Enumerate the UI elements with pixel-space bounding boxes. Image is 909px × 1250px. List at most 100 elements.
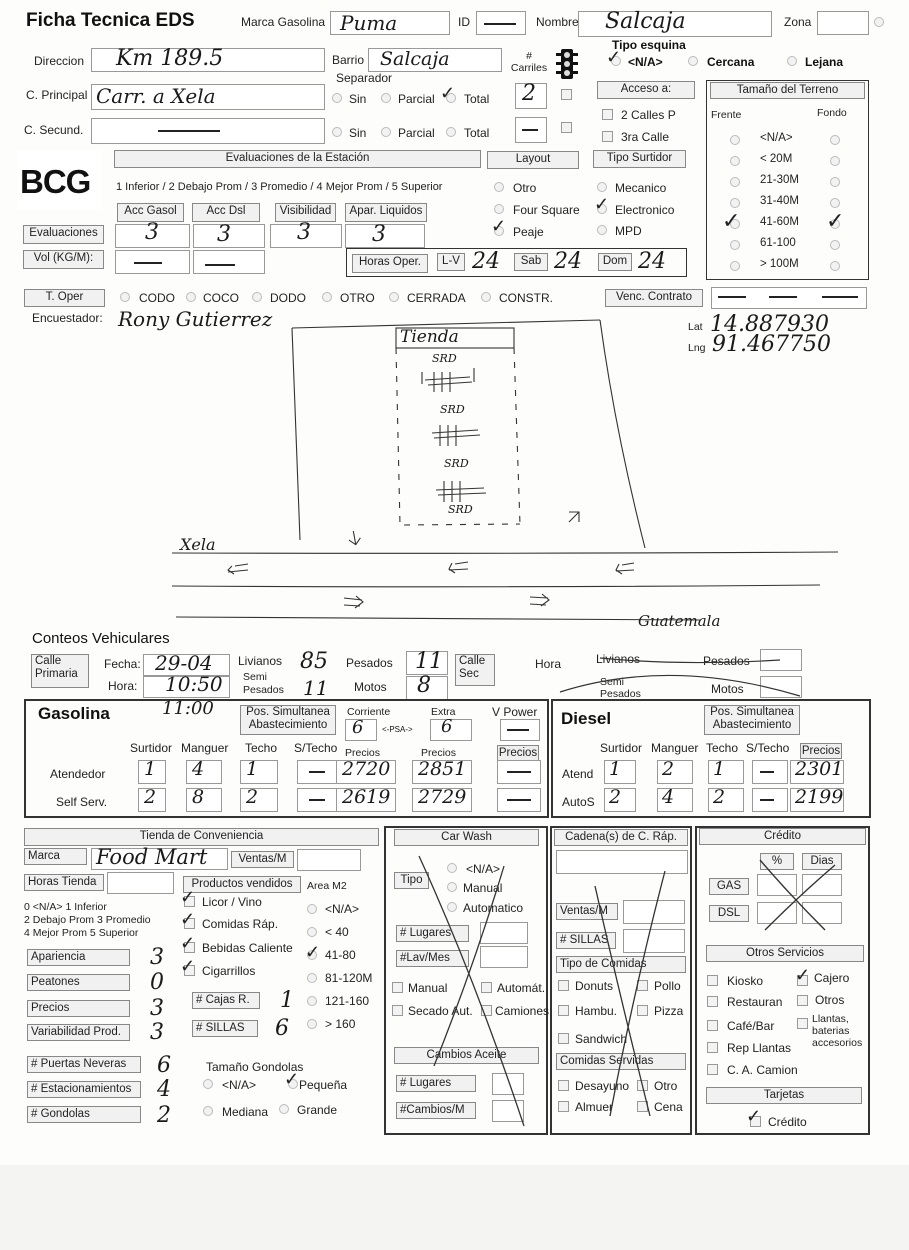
terreno-frente-radio[interactable] xyxy=(730,198,740,208)
toper-constr-radio[interactable] xyxy=(481,292,491,302)
direccion-field[interactable] xyxy=(91,48,325,72)
gasolina-cell-field[interactable] xyxy=(138,788,166,812)
carwash-manual-checkbox[interactable] xyxy=(392,982,403,993)
tienda-ventas-field[interactable] xyxy=(297,849,361,871)
c-principal-field[interactable] xyxy=(91,84,325,110)
surtidor-mpd-radio[interactable] xyxy=(597,225,607,235)
area-radio[interactable] xyxy=(307,1019,317,1029)
carwash-manual-radio[interactable] xyxy=(447,882,457,892)
horas-tienda-field[interactable] xyxy=(107,872,174,894)
terreno-frente-radio[interactable] xyxy=(730,177,740,187)
gasolina-cell-field[interactable] xyxy=(186,760,222,784)
carwash-lav-field[interactable] xyxy=(480,946,528,968)
gasolina-cell-field[interactable] xyxy=(240,788,278,812)
credito-dsl-dias-field[interactable] xyxy=(802,902,842,924)
carriles-secund-field[interactable] xyxy=(515,117,547,143)
sep2-total-radio[interactable] xyxy=(446,127,456,137)
cigarrillos-checkbox[interactable] xyxy=(184,965,195,976)
area-radio[interactable] xyxy=(307,996,317,1006)
gasolina-cell-field[interactable] xyxy=(412,760,472,784)
cajero-checkbox[interactable] xyxy=(797,975,808,986)
venc-contrato-field[interactable] xyxy=(711,287,867,309)
diesel-cell-field[interactable] xyxy=(604,760,636,784)
almuer-checkbox[interactable] xyxy=(558,1101,569,1112)
eval-visibilidad-field[interactable] xyxy=(270,224,342,248)
area-radio[interactable] xyxy=(307,950,317,960)
carwash-lugares-field[interactable] xyxy=(480,922,528,944)
diesel-cell-field[interactable] xyxy=(657,760,693,784)
credito-gas-dias-field[interactable] xyxy=(802,874,842,896)
terreno-frente-radio[interactable] xyxy=(730,261,740,271)
hambu-checkbox[interactable] xyxy=(558,1005,569,1016)
extra-field[interactable] xyxy=(430,719,472,741)
terreno-frente-radio[interactable] xyxy=(730,135,740,145)
area-radio[interactable] xyxy=(307,973,317,983)
terreno-fondo-radio[interactable] xyxy=(830,198,840,208)
pizza-checkbox[interactable] xyxy=(637,1005,648,1016)
cambios-m-field[interactable] xyxy=(492,1100,524,1122)
cadena-sillas-field[interactable] xyxy=(623,929,685,953)
camion-checkbox[interactable] xyxy=(707,1064,718,1075)
gondola-na-radio[interactable] xyxy=(203,1079,213,1089)
rep-llantas-checkbox[interactable] xyxy=(707,1042,718,1053)
diesel-cell-field[interactable] xyxy=(790,788,844,812)
esquina-lejana-radio[interactable] xyxy=(787,56,797,66)
diesel-cell-field[interactable] xyxy=(752,760,788,784)
gondola-pequena-radio[interactable] xyxy=(288,1079,298,1089)
surtidor-electronico-radio[interactable] xyxy=(597,204,607,214)
terreno-fondo-radio[interactable] xyxy=(830,135,840,145)
terreno-fondo-radio[interactable] xyxy=(830,240,840,250)
kiosko-checkbox[interactable] xyxy=(707,975,718,986)
pesados2-field[interactable] xyxy=(760,649,802,671)
carwash-secado-checkbox[interactable] xyxy=(392,1005,403,1016)
llantas-checkbox[interactable] xyxy=(797,1018,808,1029)
carwash-automatico-radio[interactable] xyxy=(447,902,457,912)
terreno-frente-radio[interactable] xyxy=(730,156,740,166)
sep-sin-radio[interactable] xyxy=(332,93,342,103)
diesel-cell-field[interactable] xyxy=(790,760,844,784)
acceso-3ra-checkbox[interactable] xyxy=(602,131,613,142)
tarjetas-credito-checkbox[interactable] xyxy=(750,1116,761,1127)
fecha-field[interactable] xyxy=(143,654,230,676)
toper-dodo-radio[interactable] xyxy=(252,292,262,302)
cadena-name-field[interactable] xyxy=(556,850,688,874)
eval-acc-gasol-field[interactable] xyxy=(115,224,190,248)
otros-checkbox[interactable] xyxy=(797,995,808,1006)
donuts-checkbox[interactable] xyxy=(558,980,569,991)
nombre-field[interactable] xyxy=(578,11,772,37)
cambios-lugares-field[interactable] xyxy=(492,1073,524,1095)
acceso-2calles-checkbox[interactable] xyxy=(602,109,613,120)
corriente-field[interactable] xyxy=(345,719,377,741)
eval-acc-dsl-field[interactable] xyxy=(193,224,265,248)
gondola-grande-radio[interactable] xyxy=(279,1104,289,1114)
bebidas-checkbox[interactable] xyxy=(184,942,195,953)
desayuno-checkbox[interactable] xyxy=(558,1080,569,1091)
marca-gasolina-field[interactable] xyxy=(330,11,450,35)
c-secund-checkbox[interactable] xyxy=(561,122,572,133)
carwash-camiones-checkbox[interactable] xyxy=(481,1005,492,1016)
vol-dsl-field[interactable] xyxy=(193,250,265,274)
tienda-marca-field[interactable] xyxy=(91,848,228,870)
comidas-checkbox[interactable] xyxy=(184,918,195,929)
sep2-parcial-radio[interactable] xyxy=(381,127,391,137)
terreno-fondo-radio[interactable] xyxy=(830,261,840,271)
sep-parcial-radio[interactable] xyxy=(381,93,391,103)
motos2-field[interactable] xyxy=(760,676,802,698)
esquina-cercana-radio[interactable] xyxy=(688,56,698,66)
licor-checkbox[interactable] xyxy=(184,896,195,907)
area-radio[interactable] xyxy=(307,927,317,937)
restauran-checkbox[interactable] xyxy=(707,996,718,1007)
diesel-cell-field[interactable] xyxy=(604,788,636,812)
esquina-na-radio[interactable] xyxy=(611,56,621,66)
diesel-cell-field[interactable] xyxy=(657,788,693,812)
terreno-fondo-radio[interactable] xyxy=(830,219,840,229)
layout-peaje-radio[interactable] xyxy=(494,226,504,236)
pesados-field[interactable] xyxy=(406,651,448,675)
carwash-na-radio[interactable] xyxy=(447,863,457,873)
diesel-cell-field[interactable] xyxy=(708,788,744,812)
layout-otro-radio[interactable] xyxy=(494,182,504,192)
carwash-automat-checkbox[interactable] xyxy=(481,982,492,993)
terreno-frente-radio[interactable] xyxy=(730,240,740,250)
layout-foursquare-radio[interactable] xyxy=(494,204,504,214)
carriles-principal-field[interactable] xyxy=(515,83,547,109)
